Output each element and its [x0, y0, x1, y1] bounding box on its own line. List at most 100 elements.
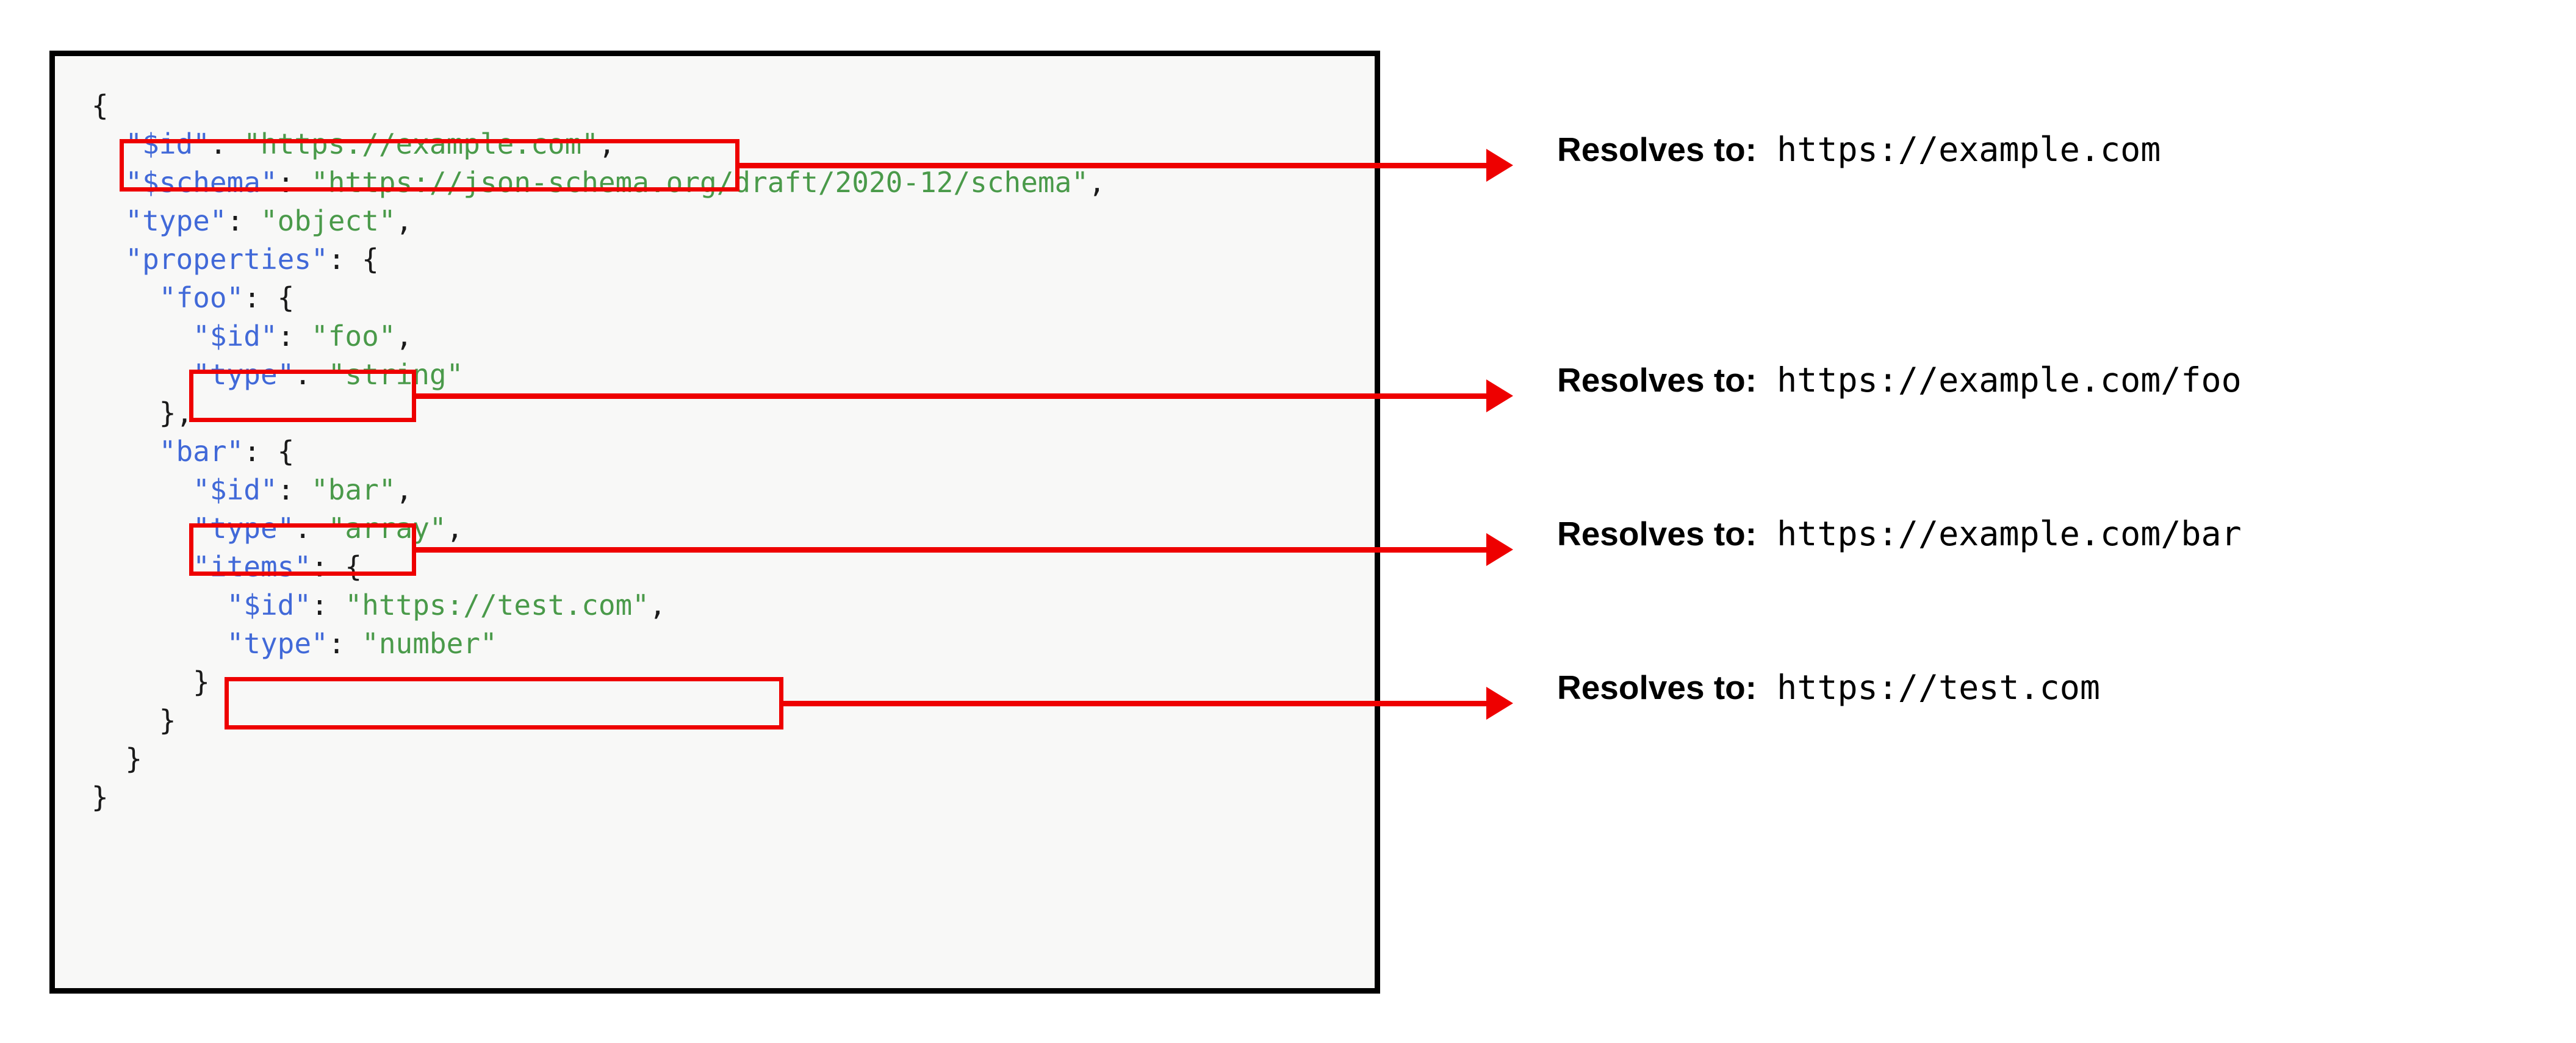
resolves-to-annotation: Resolves to: https://example.com — [1557, 133, 2160, 167]
code-indent — [92, 281, 159, 314]
code-line: "type": "object", — [92, 202, 1106, 240]
resolves-to-annotation: Resolves to: https://example.com/foo — [1557, 364, 2242, 397]
json-key: "type" — [193, 358, 295, 391]
json-punctuation: : — [294, 512, 328, 545]
json-string: "array" — [328, 512, 447, 545]
resolved-url: https://example.com — [1777, 130, 2161, 169]
resolved-url-spacer — [1757, 130, 1777, 169]
json-punctuation: : { — [243, 435, 295, 468]
json-string: "string" — [328, 358, 464, 391]
code-line: "type": "array", — [92, 509, 1106, 548]
json-punctuation: : — [294, 358, 328, 391]
json-punctuation: , — [395, 204, 413, 237]
code-indent — [92, 512, 193, 545]
resolves-to-label: Resolves to: — [1557, 668, 1757, 706]
code-line: } — [92, 778, 1106, 817]
code-line: "type": "number" — [92, 625, 1106, 663]
arrowhead-id-items — [1486, 687, 1513, 720]
code-indent — [92, 435, 159, 468]
json-punctuation: : — [226, 204, 261, 237]
json-punctuation: , — [395, 320, 413, 353]
json-punctuation: } — [159, 704, 176, 737]
code-line: } — [92, 701, 1106, 740]
code-line: "foo": { — [92, 279, 1106, 317]
code-line: "type": "string" — [92, 356, 1106, 394]
json-key: "$id" — [193, 473, 278, 506]
json-punctuation: } — [193, 665, 210, 698]
arrowhead-id-foo — [1486, 379, 1513, 412]
code-line: "$id": "https://example.com", — [92, 125, 1106, 163]
code-indent — [92, 127, 125, 160]
json-key: "bar" — [159, 435, 244, 468]
resolves-to-label: Resolves to: — [1557, 131, 1757, 168]
code-indent — [92, 742, 125, 775]
code-indent — [92, 204, 125, 237]
json-key: "properties" — [125, 243, 328, 276]
json-punctuation: , — [1088, 166, 1106, 199]
resolved-url-spacer — [1757, 668, 1777, 707]
json-string: "object" — [260, 204, 396, 237]
json-string: "https://json-schema.org/draft/2020-12/s… — [311, 166, 1088, 199]
code-indent — [92, 665, 193, 698]
code-line: }, — [92, 394, 1106, 432]
leader-line-id-items — [783, 700, 1486, 706]
json-key: "foo" — [159, 281, 244, 314]
resolves-to-annotation: Resolves to: https://test.com — [1557, 671, 2100, 704]
resolved-url: https://example.com/bar — [1777, 514, 2242, 553]
json-schema-code-panel: { "$id": "https://example.com", "$schema… — [49, 51, 1380, 994]
json-key: "items" — [193, 550, 312, 583]
code-line: "$id": "foo", — [92, 317, 1106, 356]
json-punctuation: : { — [311, 550, 362, 583]
json-punctuation: : — [277, 166, 312, 199]
json-punctuation: , — [598, 127, 616, 160]
json-punctuation: : { — [328, 243, 379, 276]
code-indent — [92, 473, 193, 506]
json-code-block: { "$id": "https://example.com", "$schema… — [92, 87, 1106, 817]
resolved-url: https://test.com — [1777, 668, 2100, 707]
code-indent — [92, 550, 193, 583]
arrowhead-id-root — [1486, 149, 1513, 182]
code-indent — [92, 166, 125, 199]
json-string: "bar" — [311, 473, 396, 506]
code-line: "$id": "bar", — [92, 471, 1106, 509]
resolves-to-label: Resolves to: — [1557, 361, 1757, 399]
code-indent — [92, 320, 193, 353]
arrowhead-id-bar — [1486, 533, 1513, 566]
json-punctuation: , — [395, 473, 413, 506]
json-key: "type" — [193, 512, 295, 545]
resolved-url-spacer — [1757, 514, 1777, 553]
code-line: "$schema": "https://json-schema.org/draf… — [92, 163, 1106, 202]
json-string: "foo" — [311, 320, 396, 353]
code-indent — [92, 243, 125, 276]
code-line: { — [92, 87, 1106, 125]
resolved-url-spacer — [1757, 360, 1777, 400]
code-line: "$id": "https://test.com", — [92, 586, 1106, 625]
json-key: "type" — [125, 204, 227, 237]
resolved-url: https://example.com/foo — [1777, 360, 2242, 400]
json-string: "https://example.com" — [243, 127, 599, 160]
json-punctuation: : — [311, 589, 345, 622]
json-punctuation: , — [649, 589, 666, 622]
code-indent — [92, 704, 159, 737]
json-string: "number" — [362, 627, 497, 660]
code-indent — [92, 627, 227, 660]
json-key: "$id" — [193, 320, 278, 353]
json-key: "$schema" — [125, 166, 278, 199]
code-line: "properties": { — [92, 240, 1106, 279]
json-string: "https://test.com" — [345, 589, 649, 622]
leader-line-id-root — [739, 162, 1486, 168]
code-line: "items": { — [92, 548, 1106, 586]
code-line: } — [92, 740, 1106, 778]
code-indent — [92, 589, 227, 622]
leader-line-id-bar — [416, 547, 1486, 553]
resolves-to-annotation: Resolves to: https://example.com/bar — [1557, 517, 2242, 551]
json-punctuation: : — [277, 320, 312, 353]
code-indent — [92, 358, 193, 391]
json-punctuation: : — [328, 627, 362, 660]
json-punctuation: } — [125, 742, 143, 775]
json-key: "type" — [226, 627, 328, 660]
json-punctuation: : — [209, 127, 244, 160]
code-line: "bar": { — [92, 432, 1106, 471]
code-indent — [92, 396, 159, 429]
